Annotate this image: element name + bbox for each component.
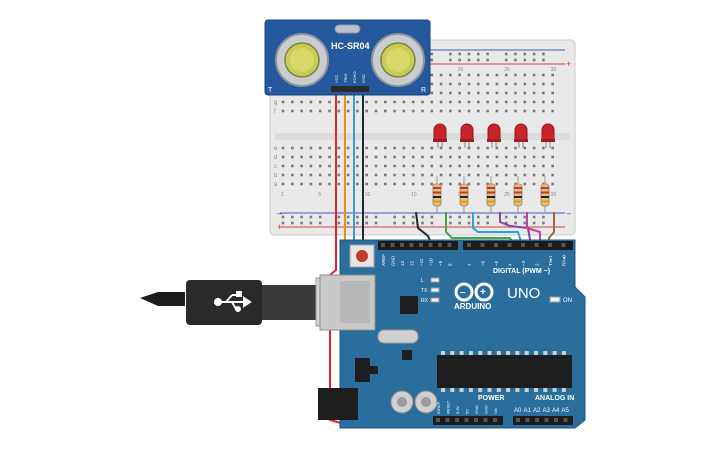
power-pin-label: 5V: [465, 409, 470, 414]
digital-section-label: DIGITAL (PWM ~): [493, 268, 550, 275]
digital-pin-label: ~11: [419, 258, 424, 266]
analog-section-label: ANALOG IN: [535, 395, 574, 402]
sensor-pin-label: VCC: [334, 74, 339, 83]
sensor-pin-label: TRIG: [343, 73, 348, 83]
led-row: [433, 123, 555, 148]
sensor-pin-labels: VCC TRIG ECHO GND: [334, 71, 366, 83]
usb-symbol-icon: [214, 291, 252, 312]
column-number: 30: [551, 192, 557, 198]
wire-led4-purple: [499, 212, 532, 246]
column-number: 30: [551, 67, 557, 73]
digital-pin-label: 7: [467, 263, 472, 266]
digital-pin-label: 4: [508, 263, 513, 266]
led: [487, 123, 501, 148]
sensor-mark-left: T: [268, 87, 273, 94]
digital-pin-label: RX◂0: [562, 254, 567, 266]
power-header-holes: [436, 418, 568, 422]
column-number: 1: [281, 192, 284, 198]
logo-plus: +: [480, 287, 486, 298]
digital-pin-label: AREF: [381, 254, 386, 266]
led: [514, 123, 528, 148]
board-led-label: RX: [421, 298, 429, 304]
row-letter: g: [274, 100, 277, 106]
board-model: UNO: [507, 285, 540, 302]
power-pin-label: GND: [474, 405, 479, 414]
analog-pin-label: A3: [543, 408, 551, 414]
digital-pin-label: 12: [410, 260, 415, 266]
power-section-label: POWER: [478, 395, 504, 402]
resistor: [459, 176, 469, 214]
column-number: 25: [504, 67, 510, 73]
digital-pin-label: 2: [535, 263, 540, 266]
arduino-infinity-logo-icon: [454, 282, 494, 302]
board-status-leds: L TX RX: [421, 277, 440, 304]
analog-pin-label: A2: [533, 408, 541, 414]
power-pin-label: RESET: [446, 400, 451, 414]
led: [460, 123, 474, 148]
digital-pin-labels: AREF GND 13 12 ~11 ~10 ~9 8 7 ~6 ~5 4 ~3 2 TX▸1 RX◂0: [381, 254, 567, 266]
digital-pin-label: ~3: [521, 260, 526, 266]
analog-pin-label: A1: [524, 408, 532, 414]
logo-minus: –: [460, 287, 466, 298]
led: [433, 123, 447, 148]
row-letter: b: [274, 173, 278, 179]
power-pin-label: Vin: [493, 408, 498, 414]
digital-pin-label: 13: [400, 260, 405, 266]
digital-pin-label: ~9: [438, 260, 443, 266]
row-letter: a: [274, 182, 278, 188]
led: [541, 123, 555, 148]
mcu-pins: [441, 351, 566, 392]
digital-pin-label: TX▸1: [548, 255, 553, 266]
resistor: [432, 176, 442, 214]
resistor-row: [432, 176, 550, 214]
board-led-label: L: [421, 278, 424, 284]
rail-plus-top-right: +: [566, 59, 571, 69]
on-led-label: ON: [563, 298, 572, 304]
ultrasonic-sensor: HC-SR04 T R VCC TRIG ECHO GND: [264, 19, 431, 96]
board-brand: ARDUINO: [454, 302, 491, 311]
board-led-label: TX: [421, 288, 428, 294]
column-number: 5: [318, 192, 321, 198]
sensor-model-label: HC-SR04: [331, 41, 370, 51]
digital-pin-label: 8: [448, 263, 453, 266]
sensor-mark-right: R: [421, 87, 426, 94]
sensor-pin-label: GND: [361, 74, 366, 83]
rail-plus-bottom: +: [277, 222, 282, 232]
digital-pin-label: ~10: [429, 258, 434, 266]
row-letter: e: [274, 146, 278, 152]
row-letter: f: [274, 109, 276, 115]
row-letter: c: [274, 164, 277, 170]
wire-led5-magenta: [526, 212, 541, 245]
analog-pin-label: A0: [514, 408, 522, 414]
rail-minus-bottom: –: [277, 208, 282, 218]
rail-minus-bottom-right: –: [566, 208, 571, 218]
digital-pin-label: GND: [391, 255, 396, 266]
column-number: 15: [411, 192, 417, 198]
analog-pin-label: A5: [562, 408, 570, 414]
analog-pin-label: A4: [552, 408, 560, 414]
digital-pin-label: ~5: [494, 260, 499, 266]
power-pin-label: 3.3V: [455, 405, 460, 414]
column-number: 10: [365, 192, 371, 198]
arduino-board: L TX RX ON – + ARDUINO UNO AREF GND 13 12 ~11 ~…: [318, 239, 586, 429]
power-pin-labels: IOREF RESET 3.3V 5V GND GND Vin: [436, 400, 498, 414]
digital-header-holes: [381, 243, 566, 247]
wire-led3-blue: [472, 212, 523, 246]
resistor: [540, 176, 550, 214]
resistor: [513, 176, 523, 214]
sensor-pin-label: ECHO: [352, 71, 357, 83]
row-letter: d: [274, 155, 277, 161]
power-pin-label: IOREF: [436, 401, 441, 414]
resistor: [486, 176, 496, 214]
column-number: 25: [504, 192, 510, 198]
column-number: 20: [458, 67, 464, 73]
power-pin-label: GND: [484, 405, 489, 414]
digital-pin-label: ~6: [481, 260, 486, 266]
